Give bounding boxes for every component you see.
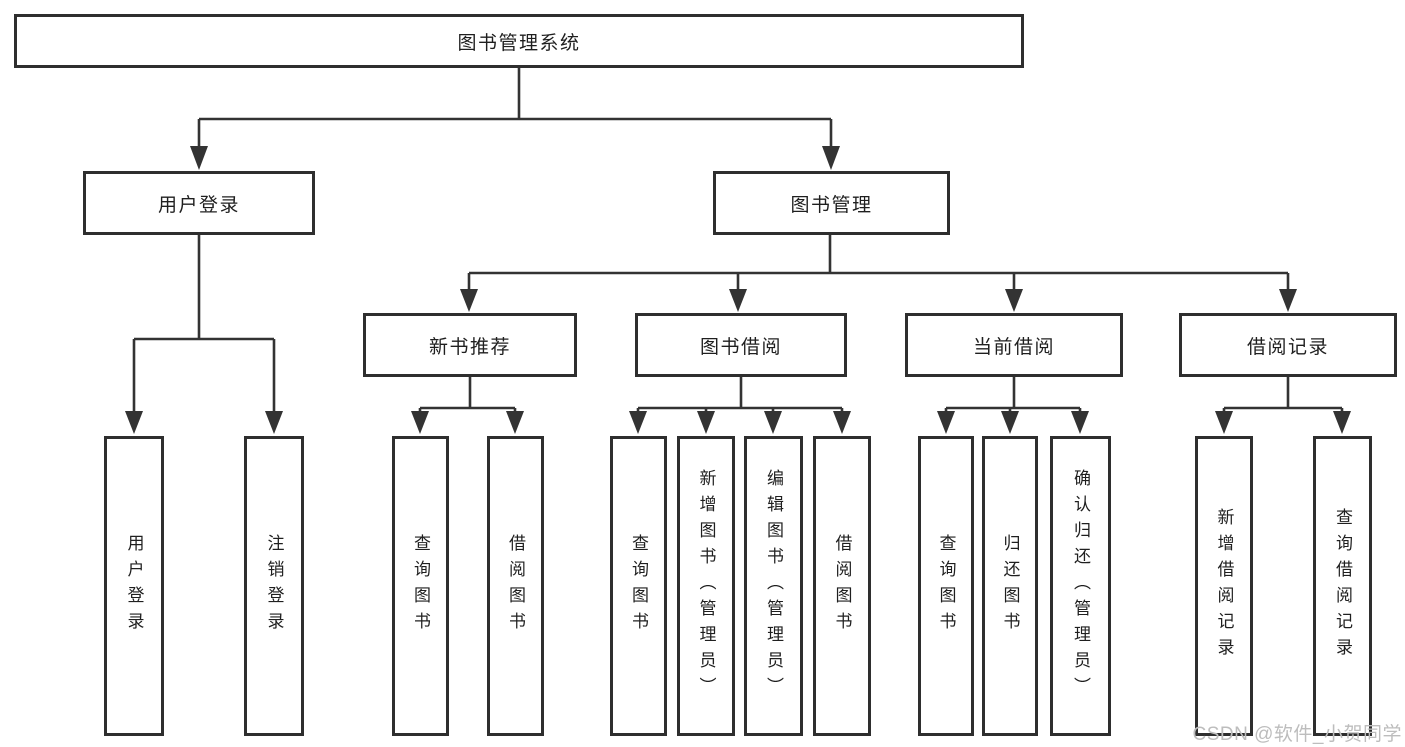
leaf-recommend-borrow-books-label: 借阅图书: [506, 534, 525, 638]
leaf-current-query-books: 查询图书: [918, 436, 974, 736]
leaf-borrowing-add-books-admin: 新增图书（管理员）: [677, 436, 735, 736]
leaf-records-add-record-label: 新增借阅记录: [1214, 508, 1234, 664]
leaf-logout: 注销登录: [244, 436, 304, 736]
leaf-current-return-books-label: 归还图书: [1000, 534, 1020, 638]
node-borrow-records-label: 借阅记录: [1246, 336, 1329, 358]
leaf-records-add-record: 新增借阅记录: [1195, 436, 1253, 736]
leaf-borrowing-edit-books-admin: 编辑图书（管理员）: [744, 436, 803, 736]
leaf-current-query-books-label: 查询图书: [936, 534, 956, 638]
leaf-borrowing-borrow-books-label: 借阅图书: [832, 534, 852, 638]
leaf-user-login-label: 用户登录: [124, 534, 144, 638]
node-current-borrowing-label: 当前借阅: [972, 336, 1055, 358]
node-library-management-system: 图书管理系统: [14, 14, 1024, 68]
leaf-recommend-borrow-books: 借阅图书: [487, 436, 544, 736]
node-user-login-label: 用户登录: [157, 194, 240, 216]
leaf-current-confirm-return-admin: 确认归还（管理员）: [1050, 436, 1111, 736]
leaf-borrowing-add-books-admin-label: 新增图书（管理员）: [696, 469, 716, 703]
node-user-login: 用户登录: [83, 171, 315, 235]
leaf-borrowing-query-books-label: 查询图书: [629, 534, 648, 638]
node-new-book-recommend-label: 新书推荐: [428, 336, 511, 358]
node-book-borrowing: 图书借阅: [635, 313, 847, 377]
node-book-borrowing-label: 图书借阅: [699, 336, 782, 358]
leaf-current-confirm-return-admin-label: 确认归还（管理员）: [1071, 469, 1090, 703]
leaf-borrowing-query-books: 查询图书: [610, 436, 667, 736]
leaf-recommend-query-books: 查询图书: [392, 436, 449, 736]
node-current-borrowing: 当前借阅: [905, 313, 1123, 377]
arrowheads: [125, 146, 1351, 434]
node-book-management-label: 图书管理: [790, 194, 873, 216]
leaf-records-query-record-label: 查询借阅记录: [1333, 508, 1352, 664]
leaf-recommend-query-books-label: 查询图书: [411, 534, 430, 638]
node-new-book-recommend: 新书推荐: [363, 313, 577, 377]
node-book-management: 图书管理: [713, 171, 950, 235]
node-library-management-system-label: 图书管理系统: [457, 32, 581, 54]
leaf-borrowing-edit-books-admin-label: 编辑图书（管理员）: [764, 469, 783, 703]
leaf-logout-label: 注销登录: [264, 534, 284, 638]
leaf-borrowing-borrow-books: 借阅图书: [813, 436, 871, 736]
leaf-records-query-record: 查询借阅记录: [1313, 436, 1372, 736]
leaf-current-return-books: 归还图书: [982, 436, 1038, 736]
node-borrow-records: 借阅记录: [1179, 313, 1397, 377]
csdn-watermark: CSDN @软件_小贺同学: [1192, 724, 1402, 745]
leaf-user-login: 用户登录: [104, 436, 164, 736]
